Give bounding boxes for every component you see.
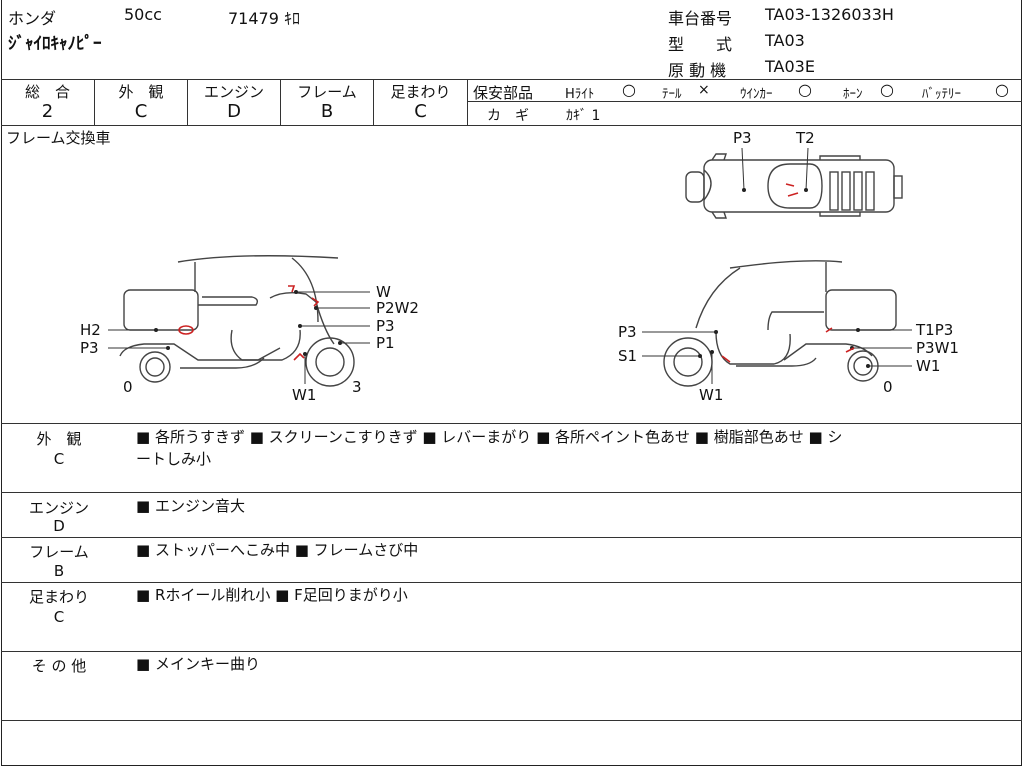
right-label: S1 <box>618 347 637 365</box>
grade-bottom-line <box>1 125 1022 126</box>
grade-value: B <box>320 101 334 122</box>
model-type: TA03 <box>765 31 805 50</box>
damage-marks <box>178 183 855 363</box>
safety-mid-line <box>467 101 1022 102</box>
section-line: ■ 各所うすきず ■ スクリーンこすりきず ■ レバーまがり ■ 各所ペイント色… <box>136 428 843 446</box>
left-label: W1 <box>292 386 316 404</box>
grade-top-line <box>1 79 1022 80</box>
right-label: 0 <box>883 378 893 396</box>
section-grade: C <box>53 608 65 626</box>
left-label: 3 <box>352 378 362 396</box>
frame-no: TA03-1326033H <box>765 5 894 24</box>
safety-item-name: Hﾗｲﾄ <box>565 87 595 102</box>
left-label: P1 <box>376 334 395 352</box>
right-label: W1 <box>699 386 723 404</box>
key-value: ｶｷﾞ 1 <box>566 108 601 124</box>
safety-item-mark: ○ <box>798 80 812 99</box>
displacement: 50cc <box>124 5 162 24</box>
model-type-label: 型 式 <box>668 35 733 54</box>
safety-item-mark: ○ <box>995 80 1009 99</box>
safety-label: 保安部品 <box>473 84 534 102</box>
grade-value: 2 <box>41 101 54 122</box>
section-line: ートしみ小 <box>136 450 212 468</box>
left-label: P2W2 <box>376 299 419 317</box>
safety-item-name: ｳｲﾝｶｰ <box>740 87 773 102</box>
safety-item-name: ﾃｰﾙ <box>662 87 682 102</box>
safety-item-name: ﾎｰﾝ <box>843 87 863 102</box>
section-line: ■ エンジン音大 <box>136 497 245 515</box>
top-view-outline <box>685 153 903 219</box>
section-label: そ の 他 <box>31 657 87 675</box>
section-grade: B <box>53 562 65 580</box>
scooter-diagram: P3 T2 W P2W2 P3 P1 H2 P3 0 W1 3 P3 S1 W1… <box>80 129 959 404</box>
right-label: P3 <box>618 323 637 341</box>
grade-label: 足まわり <box>390 83 451 101</box>
section-line: ■ ストッパーへこみ中 ■ フレームさび中 <box>136 541 419 559</box>
mileage: 71479 ｷﾛ <box>228 9 300 28</box>
model-name: ｼﾞｬｲﾛｷｬﾉﾋﾟｰ <box>8 34 102 54</box>
safety-item-mark: × <box>698 82 710 98</box>
right-label: T1P3 <box>915 321 953 339</box>
engine-label: 原 動 機 <box>668 61 727 80</box>
grade-value: C <box>414 101 427 122</box>
left-label: P3 <box>376 317 395 335</box>
right-label: P3W1 <box>916 339 959 357</box>
section-line: ■ メインキー曲り <box>136 655 260 673</box>
frame-no-label: 車台番号 <box>668 9 733 28</box>
grade-label: 外 観 <box>118 83 164 101</box>
safety-item-mark: ○ <box>622 80 636 99</box>
section-grade: C <box>53 450 65 468</box>
key-label: カ ギ <box>487 108 529 124</box>
grade-label: フレーム <box>297 83 357 101</box>
left-label: 0 <box>123 378 133 396</box>
maker: ホンダ <box>8 9 57 28</box>
safety-item-name: ﾊﾞｯﾃﾘｰ <box>922 87 961 102</box>
grade-value: C <box>134 101 148 122</box>
grade-value: D <box>227 101 241 122</box>
section-line: ■ Rホイール削れ小 ■ F足回りまがり小 <box>136 586 408 604</box>
top-label: T2 <box>795 129 815 147</box>
section-label: 外 観 <box>36 430 82 448</box>
section-label: エンジン <box>28 499 89 517</box>
top-label: P3 <box>733 129 752 147</box>
left-label: W <box>376 283 391 301</box>
section-label: フレーム <box>29 543 89 561</box>
frame-exchange-note: フレーム交換車 <box>6 129 111 147</box>
engine-no: TA03E <box>765 57 815 76</box>
left-view-outline <box>119 255 355 387</box>
grade-label: エンジン <box>203 83 264 101</box>
section-label: 足まわり <box>28 588 89 606</box>
right-label: W1 <box>916 357 940 375</box>
safety-item-mark: ○ <box>880 80 894 99</box>
left-label: P3 <box>80 339 99 357</box>
right-view-outline <box>663 260 897 387</box>
section-grade: D <box>53 517 65 535</box>
left-label: H2 <box>80 321 101 339</box>
grade-label: 総 合 <box>24 83 70 101</box>
